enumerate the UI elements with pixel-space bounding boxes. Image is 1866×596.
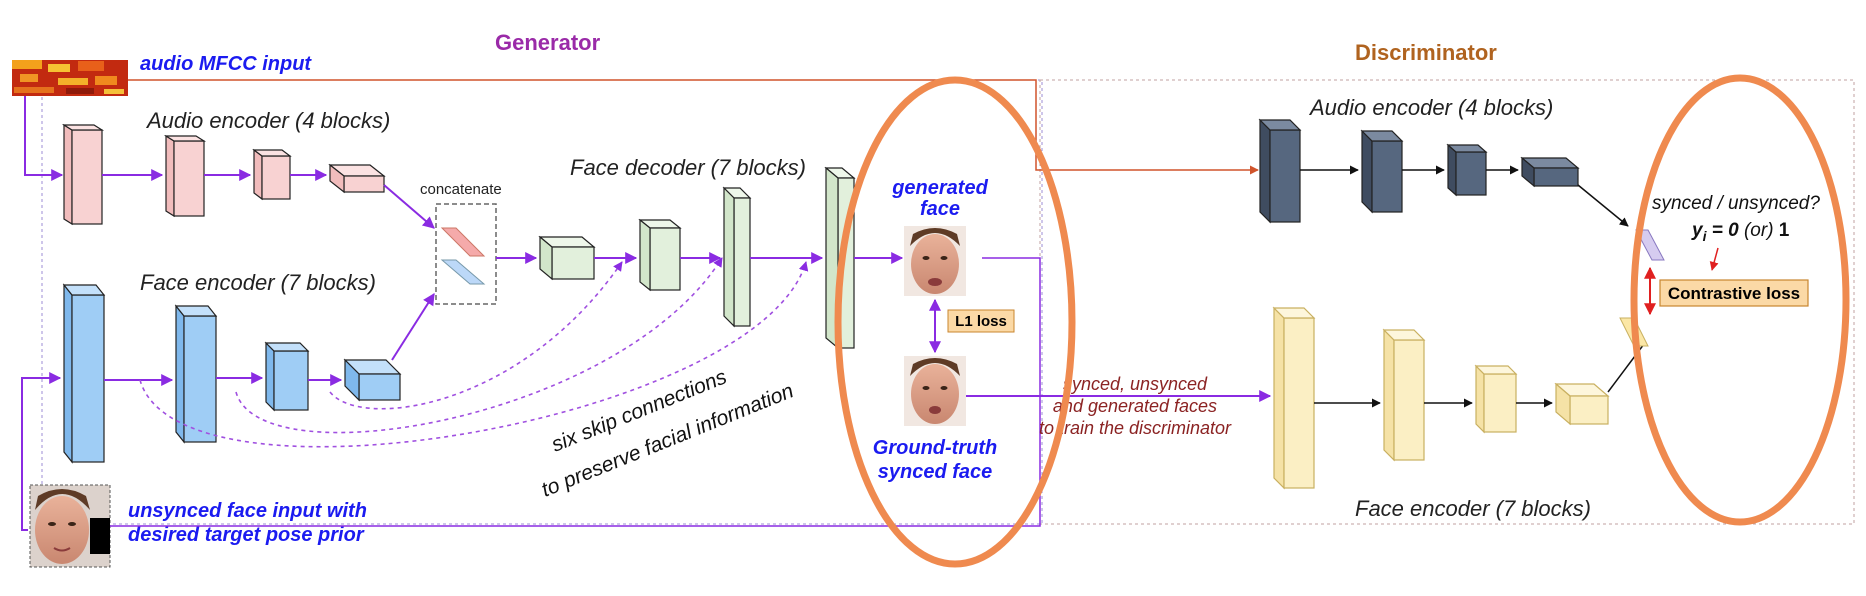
generator-title: Generator [495,30,601,55]
eq-var: y [1691,220,1704,241]
mfcc-heatmap-icon [12,60,128,96]
decoder-block-1 [538,235,596,281]
unsynced-face-photo-icon [29,484,111,568]
gen-audio-encoder-blocks [61,123,386,226]
generated-face-photo-icon [904,226,966,296]
l1-loss-label: L1 loss [955,313,1007,330]
l1-loss-box [947,309,1015,333]
disc-audio-block-3 [1446,143,1488,197]
gen-audio-encoder-label: Audio encoder (4 blocks) [145,108,390,133]
mfcc-to-audio-encoder-arrow [24,96,64,181]
audio-embedding [1635,229,1665,261]
gen-audio-block-2 [163,134,207,218]
face-input-to-encoder-arrow [21,372,62,531]
disc-face-block-3 [1474,364,1518,434]
discriminator-output-highlight [1630,74,1850,526]
ground-truth-face-photo-icon [904,356,966,426]
label-equation: yi = 0 (or) 1 [1691,220,1790,244]
unsynced-face-input-label-1: unsynced face input with [128,500,367,522]
gen-audio-block-3 [252,148,292,201]
ground-truth-label-2: synced face [878,461,993,483]
disc-audio-encoder-blocks [1258,118,1580,224]
gen-face-encoder-blocks [62,283,402,464]
disc-face-block-2 [1382,328,1426,462]
generator-output-highlight [834,76,1076,568]
gen-audio-block-1 [61,123,105,226]
gen-face-arrows [104,292,435,386]
label-to-loss-arrow [1709,247,1719,271]
face-decoder-label: Face decoder (7 blocks) [570,155,806,180]
concatenate-box [435,203,497,305]
gen-face-block-2 [174,304,218,444]
disc-audio-arrows [1300,165,1629,227]
gen-face-block-4 [343,358,402,402]
audio-mfcc-input-label: audio MFCC input [140,53,312,75]
train-label-1: synced, unsynced [1063,374,1208,394]
skip-connections [139,257,809,448]
decoder-block-3 [722,186,752,328]
disc-face-block-1 [1272,306,1316,490]
ground-truth-label-1: Ground-truth [873,437,997,459]
disc-audio-block-4 [1520,156,1580,188]
generated-face-label-2: face [920,198,960,220]
concatenate-label: concatenate [420,181,502,198]
disc-audio-block-1 [1258,118,1302,224]
decoder-block-2 [638,218,682,292]
train-label-2: and generated faces [1053,396,1217,416]
concat-audio-feature [440,227,486,257]
unsynced-face-input-label-2: desired target pose prior [128,524,365,546]
concat-face-feature [440,259,486,285]
gen-audio-block-4 [328,163,386,194]
gen-face-encoder-label: Face encoder (7 blocks) [140,270,376,295]
gen-face-block-3 [264,341,310,412]
gen-face-block-1 [62,283,106,464]
disc-face-encoder-blocks [1272,306,1610,490]
disc-audio-block-2 [1360,129,1404,214]
disc-face-encoder-label: Face encoder (7 blocks) [1355,496,1591,521]
contrastive-loss-box [1659,279,1809,307]
audio-to-discriminator-line [128,79,1259,175]
generated-face-label-1: generated [891,177,988,199]
gen-audio-arrows [102,169,435,229]
disc-audio-encoder-label: Audio encoder (4 blocks) [1308,95,1553,120]
synced-question-label: synced / unsynced? [1652,193,1820,214]
eq-rest-2: 1 [1774,220,1790,241]
eq-or: (or) [1744,220,1774,241]
eq-sub: i [1703,228,1708,244]
eq-rest-1: = 0 [1706,220,1744,241]
discriminator-title: Discriminator [1355,40,1497,65]
disc-face-block-4 [1554,382,1610,426]
contrastive-loss-label: Contrastive loss [1668,284,1800,303]
train-label-3: to train the discriminator [1039,418,1232,438]
face-input-to-discriminator-line [110,257,1041,527]
